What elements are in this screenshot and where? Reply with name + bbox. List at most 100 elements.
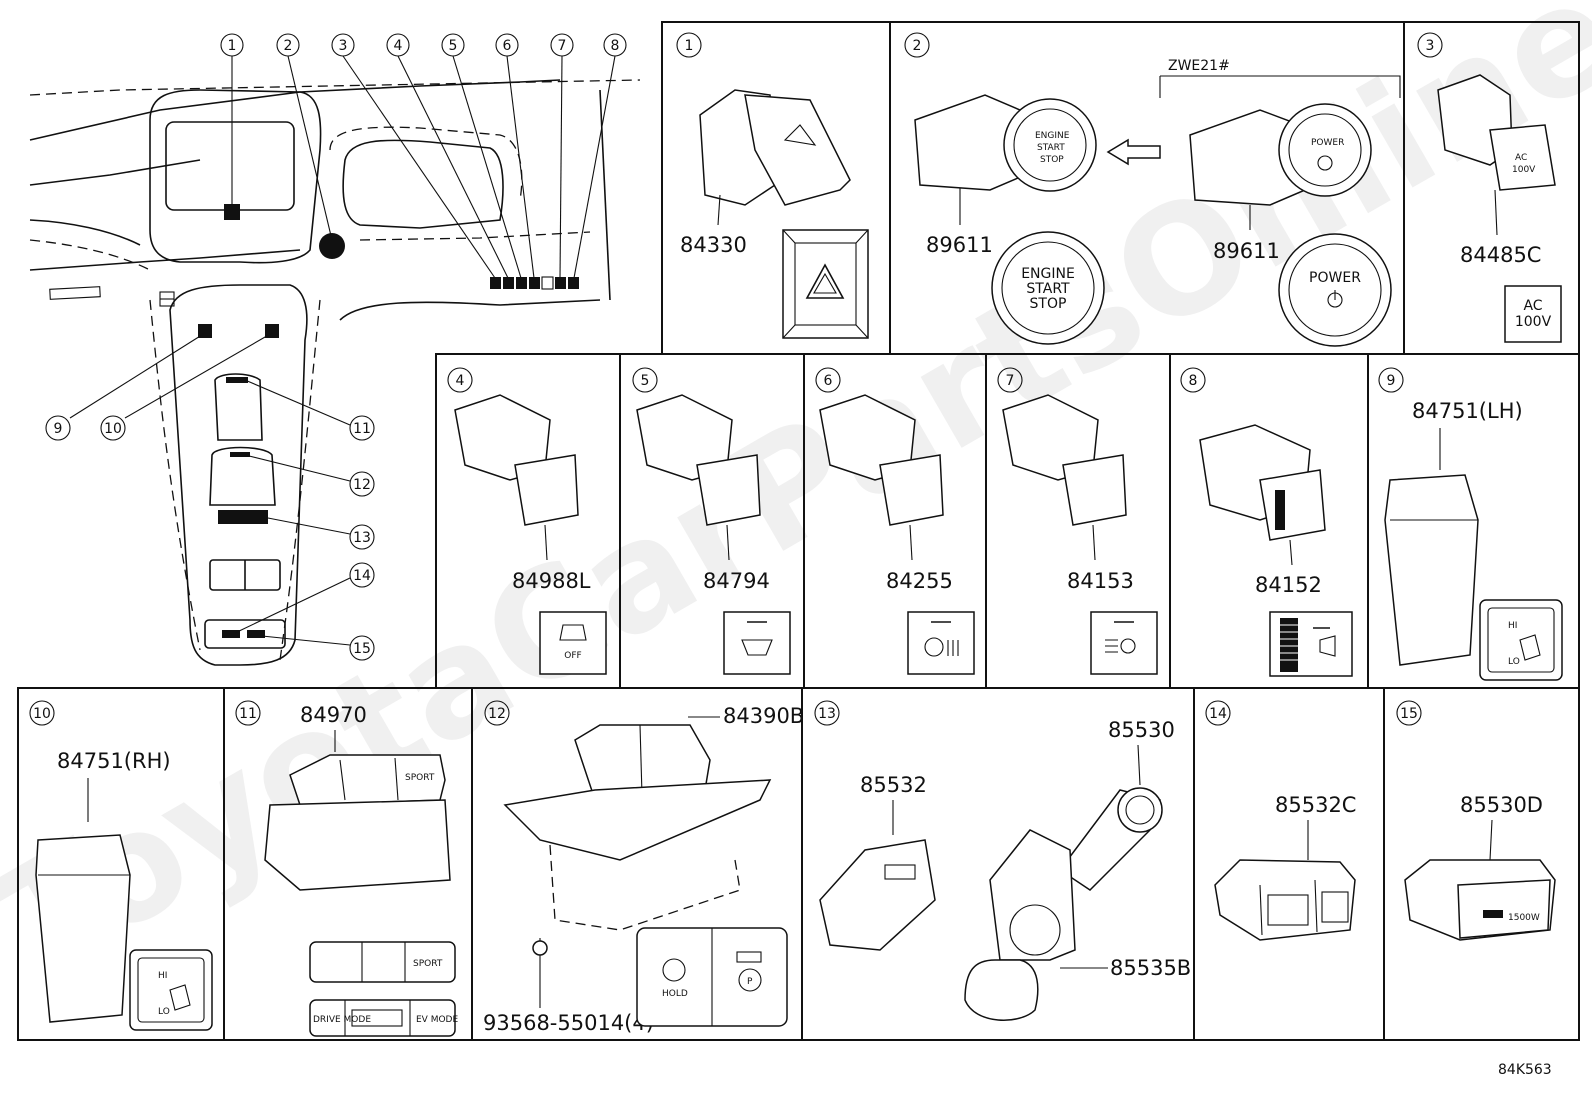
part-84970: 84970: [300, 703, 367, 727]
panel-6: 6 84255: [815, 367, 975, 675]
svg-text:6: 6: [503, 38, 512, 54]
panel-15: 15 85530D 1500W: [1396, 700, 1556, 941]
svg-text:11: 11: [239, 706, 257, 722]
callout-12: 12: [349, 471, 375, 497]
svg-text:5: 5: [641, 373, 650, 389]
svg-text:ENGINE: ENGINE: [1021, 266, 1075, 282]
callout-8: 8: [603, 33, 627, 57]
svg-text:LO: LO: [1508, 657, 1520, 667]
part-84988L: 84988L: [512, 569, 591, 593]
svg-text:EV MODE: EV MODE: [416, 1015, 458, 1025]
callout-10: 10: [100, 415, 126, 441]
part-89611-b: 89611: [1213, 239, 1280, 263]
part-85535B: 85535B: [1110, 956, 1191, 980]
svg-text:LO: LO: [158, 1007, 170, 1017]
callout-5: 5: [441, 33, 465, 57]
part-84330: 84330: [680, 233, 747, 257]
part-84794: 84794: [703, 569, 770, 593]
svg-text:1: 1: [685, 38, 694, 54]
panel-9: 9 84751(LH) HI LO: [1378, 367, 1563, 681]
svg-text:13: 13: [353, 530, 371, 546]
panel-4: 4 84988L OFF: [447, 367, 607, 675]
svg-text:12: 12: [353, 477, 371, 493]
callout-9: 9: [45, 415, 71, 441]
callout-3: 3: [331, 33, 355, 57]
svg-text:OFF: OFF: [564, 651, 581, 661]
svg-text:POWER: POWER: [1309, 270, 1361, 286]
svg-text:9: 9: [1387, 373, 1396, 389]
svg-text:4: 4: [456, 373, 465, 389]
svg-text:8: 8: [1189, 373, 1198, 389]
part-84255: 84255: [886, 569, 953, 593]
panel-10: 10 84751(RH) HI LO: [29, 700, 213, 1031]
svg-text:HI: HI: [1508, 621, 1517, 631]
panel-5: 5 84794: [632, 367, 791, 675]
svg-text:3: 3: [339, 38, 348, 54]
svg-text:15: 15: [1400, 706, 1418, 722]
switch-row: [490, 276, 579, 290]
svg-text:STOP: STOP: [1040, 155, 1064, 165]
svg-text:START: START: [1026, 281, 1070, 297]
svg-text:DRIVE MODE: DRIVE MODE: [313, 1015, 371, 1025]
svg-text:SPORT: SPORT: [405, 773, 435, 783]
svg-text:11: 11: [353, 421, 371, 437]
svg-text:SPORT: SPORT: [413, 959, 443, 969]
part-89611-a: 89611: [926, 233, 993, 257]
callout-13: 13: [349, 524, 375, 550]
svg-text:13: 13: [818, 706, 836, 722]
svg-text:5: 5: [449, 38, 458, 54]
part-84751-rh: 84751(RH): [57, 749, 171, 773]
part-84485C: 84485C: [1460, 243, 1541, 267]
panel-grid: [17, 21, 1580, 1041]
callout-4: 4: [386, 33, 410, 57]
panel-8: 8 84152: [1180, 367, 1353, 677]
part-85532C: 85532C: [1275, 793, 1356, 817]
part-84152: 84152: [1255, 573, 1322, 597]
svg-text:7: 7: [558, 38, 567, 54]
svg-text:14: 14: [353, 568, 371, 584]
panel-12: 12 84390B 93568-55014(4) HOLD P: [483, 700, 804, 1035]
panel-3: 3 AC 100V 84485C AC 100V: [1417, 32, 1562, 343]
svg-text:4: 4: [394, 38, 403, 54]
part-84751-lh: 84751(LH): [1412, 399, 1523, 423]
panel-2: 2 ZWE21# ENGINE START STOP 89611 ENGINE …: [904, 32, 1401, 347]
overview-leaders: [69, 55, 616, 646]
svg-text:AC: AC: [1523, 298, 1542, 314]
svg-text:STOP: STOP: [1030, 296, 1067, 312]
svg-text:P: P: [747, 977, 753, 987]
panel-14: 14 85532C: [1205, 700, 1356, 941]
panel-13: 13 85532 85530 85535B: [814, 700, 1191, 1021]
callout-7: 7: [550, 33, 574, 57]
svg-text:POWER: POWER: [1311, 138, 1344, 148]
svg-text:6: 6: [824, 373, 833, 389]
panel-11: 11 84970 SPORT SPORT DRIVE MODE EV MODE: [235, 700, 458, 1037]
part-84390B: 84390B: [723, 704, 804, 728]
panel-1: 1 84330: [676, 32, 869, 339]
svg-text:7: 7: [1006, 373, 1015, 389]
callout-6: 6: [495, 33, 519, 57]
callout-15: 15: [349, 635, 375, 661]
svg-text:2: 2: [284, 38, 293, 54]
callout-2: 2: [276, 33, 300, 57]
svg-text:3: 3: [1426, 38, 1435, 54]
svg-text:2: 2: [913, 38, 922, 54]
svg-text:1: 1: [228, 38, 237, 54]
overview-illustration: [29, 79, 641, 666]
svg-text:HOLD: HOLD: [662, 989, 688, 999]
svg-text:100V: 100V: [1512, 165, 1536, 175]
part-85532: 85532: [860, 773, 927, 797]
svg-text:100V: 100V: [1515, 314, 1552, 330]
svg-text:HI: HI: [158, 971, 167, 981]
svg-text:START: START: [1037, 143, 1065, 153]
panel-7: 7 84153: [997, 367, 1158, 675]
svg-text:12: 12: [488, 706, 506, 722]
svg-text:10: 10: [33, 706, 51, 722]
part-85530: 85530: [1108, 718, 1175, 742]
svg-text:14: 14: [1209, 706, 1227, 722]
svg-text:9: 9: [54, 421, 63, 437]
callout-1: 1: [220, 33, 244, 57]
drawing-code: 84K563: [1498, 1062, 1552, 1078]
svg-text:ZWE21#: ZWE21#: [1168, 58, 1230, 74]
svg-text:1500W: 1500W: [1508, 913, 1540, 923]
